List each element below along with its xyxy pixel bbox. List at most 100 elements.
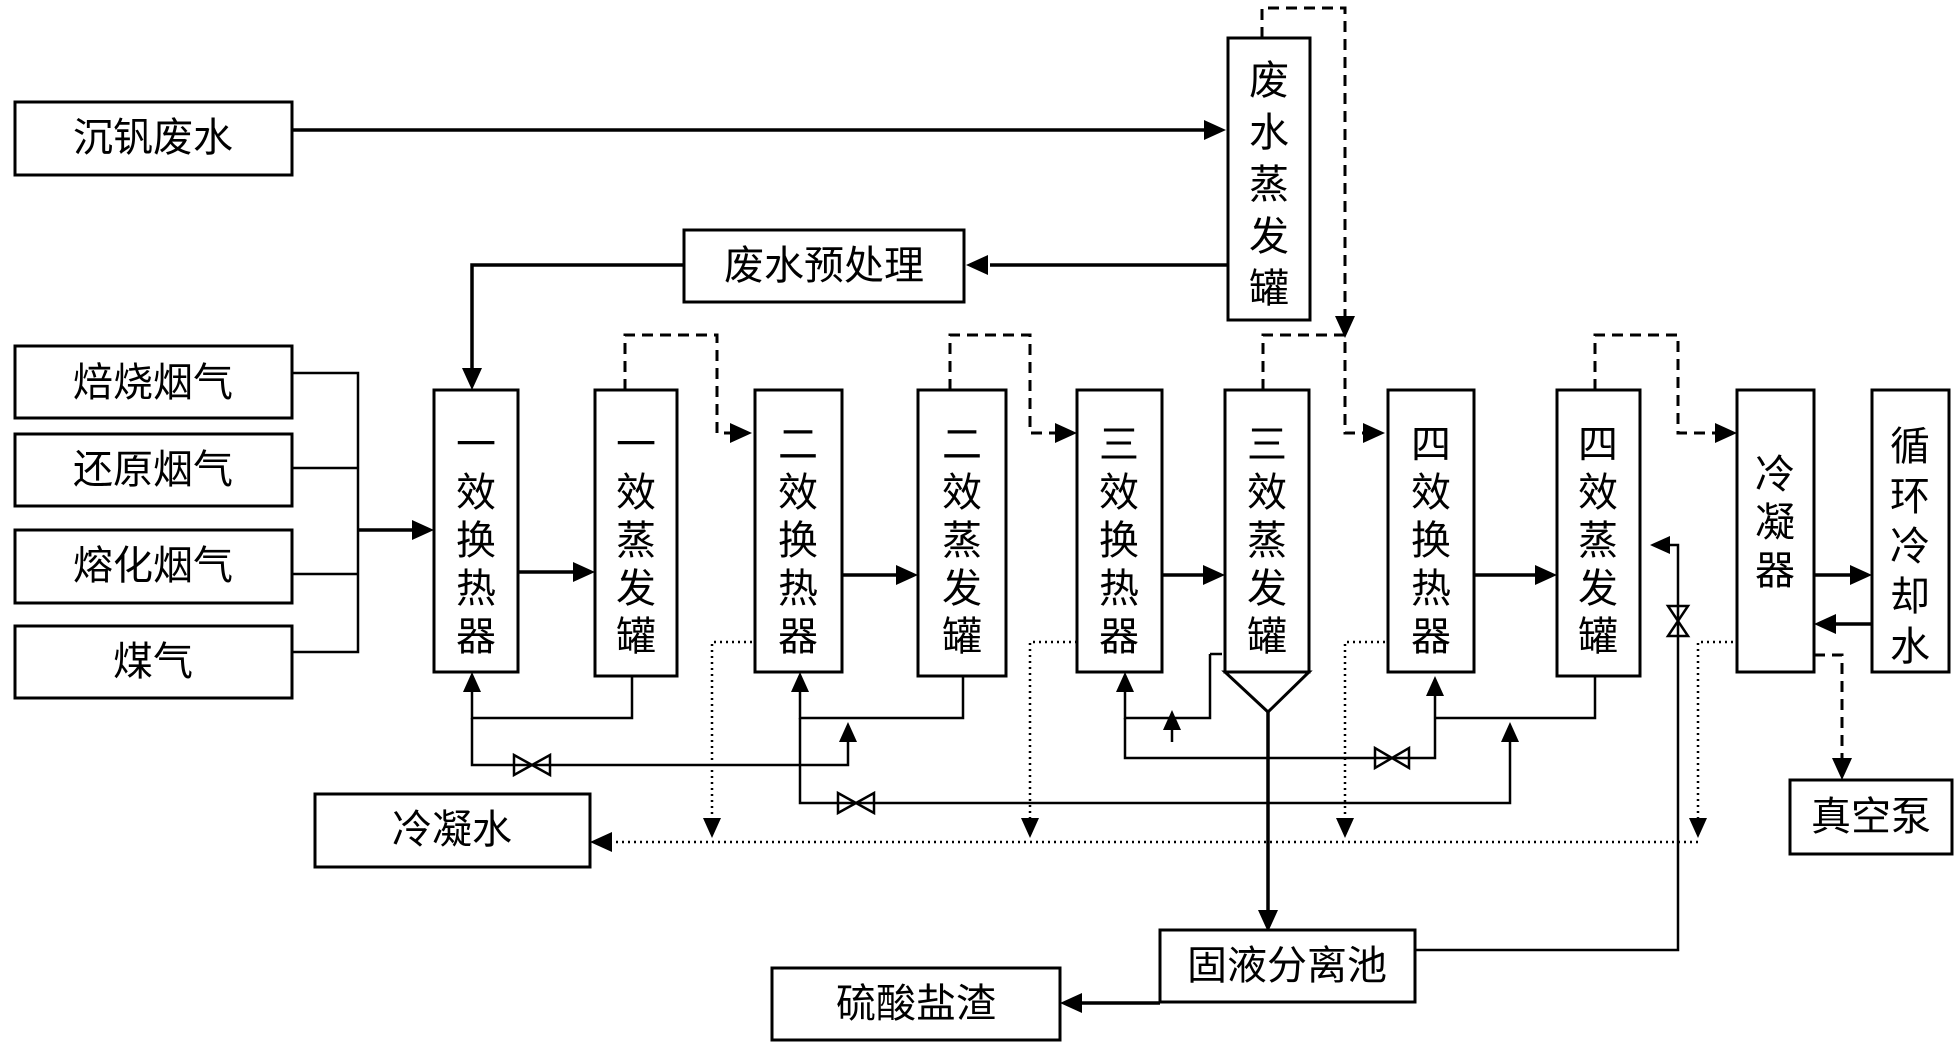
valve-1b [529, 752, 552, 778]
vacuum-pump-label: 真空泵 [1811, 794, 1931, 840]
ev2-return-line [798, 676, 965, 720]
arrowhead [1204, 120, 1226, 140]
smelting-gas-box [13, 528, 294, 605]
condenser-label: 冷凝器 [1755, 452, 1795, 594]
sulfate-residue-label: 硫酸盐渣 [836, 981, 996, 1027]
arrowhead [1258, 910, 1278, 932]
condenser-box [1735, 388, 1816, 674]
arrowhead [463, 672, 481, 692]
valve-4 [1665, 604, 1691, 624]
waste-water-label: 沉钒废水 [73, 115, 233, 161]
ev1-label-text: 一效蒸发罐 [616, 422, 656, 660]
valve-2b [853, 790, 876, 816]
arrowhead [1163, 710, 1181, 730]
separation-liquid-return [1415, 543, 1680, 952]
roasting-gas-box [13, 344, 294, 420]
arrowhead [1850, 565, 1872, 585]
ev3-label-text: 三效蒸发罐 [1247, 422, 1287, 660]
separation-tank-box [1158, 928, 1417, 1004]
condensate-label: 冷凝水 [392, 807, 512, 853]
hx3-label: 三效换热器 [1099, 422, 1139, 660]
ev3-cone [1221, 670, 1313, 715]
return-loop-2 [798, 718, 1512, 805]
ev4-box [1555, 388, 1642, 678]
hx4-box [1386, 388, 1476, 674]
coal-gas-label: 煤气 [113, 639, 193, 685]
arrowhead [573, 562, 595, 582]
vacuum-pump-box [1788, 778, 1954, 856]
arrowhead [590, 832, 612, 852]
hx3-label-text: 三效换热器 [1099, 422, 1139, 660]
valve-3b [1389, 745, 1411, 771]
arrowhead [1336, 818, 1354, 838]
arrowhead [730, 423, 752, 443]
ev4-label-text: 四效蒸发罐 [1578, 422, 1618, 660]
roasting-gas-label: 焙烧烟气 [73, 360, 233, 406]
arrowhead [462, 368, 482, 390]
hx2-label: 二效换热器 [778, 422, 818, 660]
hx4-label: 四效换热器 [1411, 422, 1451, 660]
waste-water-box [13, 100, 294, 177]
cooling-water-label-text: 循环冷却水 [1890, 424, 1930, 670]
hx4-label-text: 四效换热器 [1411, 422, 1451, 660]
ev2-label-text: 二效蒸发罐 [942, 422, 982, 660]
ev2-box [916, 388, 1008, 678]
ev3-label: 三效蒸发罐 [1247, 422, 1287, 660]
hx2-label-text: 二效换热器 [778, 422, 818, 660]
arrowhead [1203, 565, 1225, 585]
hx1-box [432, 388, 520, 674]
arrowhead [412, 520, 434, 540]
arrowhead [703, 818, 721, 838]
separation-tank-label: 固液分离池 [1187, 943, 1387, 989]
ev2-label: 二效蒸发罐 [942, 422, 982, 660]
reduction-gas-box [13, 432, 294, 508]
reduction-gas-label: 还原烟气 [73, 447, 233, 493]
hx2-box [753, 388, 844, 674]
condensate-box [313, 792, 592, 869]
arrowhead [1535, 565, 1557, 585]
cooling-water-label: 循环冷却水 [1890, 424, 1930, 670]
ww-evaporator-box [1226, 36, 1312, 322]
vapor-line-ev2 [948, 333, 1055, 435]
gas-manifold [292, 371, 360, 654]
ev3-to-hx3-line [1123, 654, 1212, 720]
condensate-drop [1343, 640, 1385, 818]
arrowhead [1116, 672, 1134, 692]
hx1-label: 一效换热器 [456, 422, 496, 660]
arrowhead [1689, 818, 1707, 838]
arrowhead [1055, 423, 1077, 443]
ev4-label: 四效蒸发罐 [1578, 422, 1618, 660]
arrowhead [966, 255, 988, 275]
condenser-to-vacuum-line [1814, 653, 1844, 758]
sulfate-residue-box [770, 966, 1062, 1042]
vapor-line-ev4 [1593, 333, 1715, 435]
coal-gas-box [13, 624, 294, 700]
arrowhead [1501, 722, 1519, 742]
pretreatment-to-hx1-line [470, 263, 684, 368]
valve-4b [1665, 618, 1691, 638]
arrowhead [839, 722, 857, 742]
condensate-drop [1028, 640, 1077, 818]
arrowhead [1426, 676, 1444, 696]
ev1-label: 一效蒸发罐 [616, 422, 656, 660]
arrowhead [1021, 818, 1039, 838]
arrowhead [1335, 316, 1355, 338]
arrowhead [1715, 423, 1737, 443]
pretreatment-box [682, 228, 966, 304]
valve-2 [836, 790, 859, 816]
vapor-line-ev1 [623, 333, 730, 435]
return-loop-1 [470, 718, 850, 767]
arrowhead [1060, 993, 1082, 1013]
ev4-return-line [1435, 676, 1597, 720]
arrowhead [1363, 423, 1385, 443]
valve-3 [1373, 745, 1395, 771]
ww-evaporator-label-text: 废水蒸发罐 [1249, 58, 1289, 312]
ev1-return-line [470, 676, 634, 720]
hx1-label-text: 一效换热器 [456, 422, 496, 660]
condensate-drop [710, 640, 752, 818]
vapor-line-ev3 [1261, 333, 1363, 435]
valve-1 [512, 752, 535, 778]
pretreatment-label: 废水预处理 [724, 243, 924, 289]
cooling-water-box [1870, 388, 1951, 674]
